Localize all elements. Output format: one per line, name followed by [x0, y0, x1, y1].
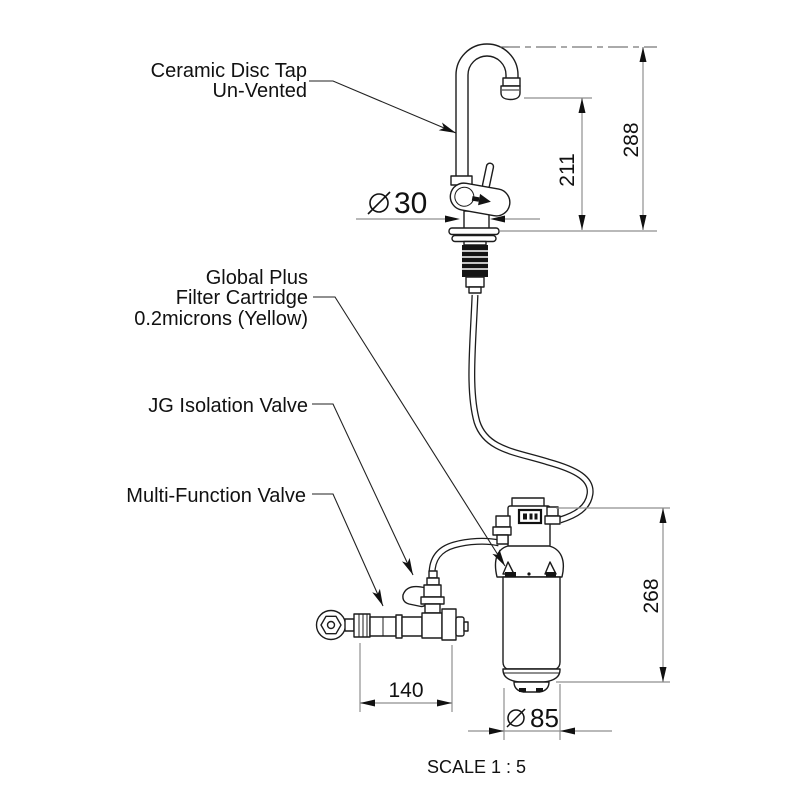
leader-lines [309, 80, 506, 607]
filter-bottom-cap [502, 668, 561, 693]
dimension-tap-base-diameter: 30 [356, 187, 540, 223]
leader-filter-cartridge [313, 296, 506, 567]
tap-lever-handle [481, 162, 495, 190]
filter-inlet-elbow-fitting [492, 515, 512, 545]
dim-268-text: 268 [640, 578, 663, 613]
leader-isolation-valve [312, 403, 414, 576]
dimension-valve-assembly-length: 140 [359, 643, 453, 712]
valve-tee-block [421, 612, 443, 639]
tap-drawing [448, 43, 521, 294]
label-isolation-valve: JG Isolation Valve [148, 395, 308, 417]
filter-cartridge-drawing [492, 497, 565, 693]
tap-threaded-shank [462, 240, 488, 294]
tap-supply-tube [468, 294, 594, 524]
valve-end-cap-hex [315, 609, 347, 641]
dim-288-text: 288 [620, 122, 643, 157]
dim-30-text: 30 [394, 187, 427, 220]
dimension-tap-overall-height: 288 [620, 47, 647, 230]
valve-ring [395, 614, 403, 639]
leader-ceramic-tap [309, 80, 457, 134]
callout-labels: Ceramic Disc Tap Un-Vented Global Plus F… [126, 60, 308, 507]
dimension-filter-overall-height: 268 [556, 507, 670, 683]
filter-outlet-fitting [544, 506, 561, 525]
dim-85-text: 85 [530, 703, 559, 733]
isolation-valve-drawing [402, 570, 445, 614]
filter-body [502, 576, 561, 670]
multi-function-valve-drawing [315, 608, 469, 641]
label-ceramic-tap-line1: Ceramic Disc Tap [151, 60, 307, 82]
scale-note: SCALE 1 : 5 [427, 757, 526, 777]
dim-211-text: 211 [556, 153, 579, 186]
diameter-symbol-icon [506, 708, 526, 728]
label-multi-function-valve: Multi-Function Valve [126, 485, 306, 507]
label-filter-line1: Global Plus [206, 267, 308, 289]
leader-multi-function-valve [312, 493, 384, 607]
dimension-spout-outlet-height: 211 [524, 97, 592, 230]
flow-direction-arrow-icon [478, 193, 491, 206]
diameter-symbol-icon [367, 191, 391, 215]
valve-body-segment-2 [401, 616, 423, 637]
tap-body [449, 182, 511, 217]
filter-logo-plate [517, 508, 543, 525]
dim-140-text: 140 [388, 679, 423, 702]
dimension-filter-diameter: 85 [468, 684, 612, 740]
tap-base-flange [448, 227, 500, 243]
label-filter-line3: 0.2microns (Yellow) [134, 308, 308, 330]
tap-gooseneck-spout [455, 43, 521, 177]
label-filter-line2: Filter Cartridge [176, 287, 308, 309]
filter-body-clips [502, 561, 557, 578]
valve-ridged-nut [353, 613, 371, 638]
label-ceramic-tap-line2: Un-Vented [212, 80, 307, 102]
leader-arrowheads [372, 122, 505, 606]
valve-end-block [441, 608, 457, 641]
valve-to-filter-tube [428, 537, 500, 575]
